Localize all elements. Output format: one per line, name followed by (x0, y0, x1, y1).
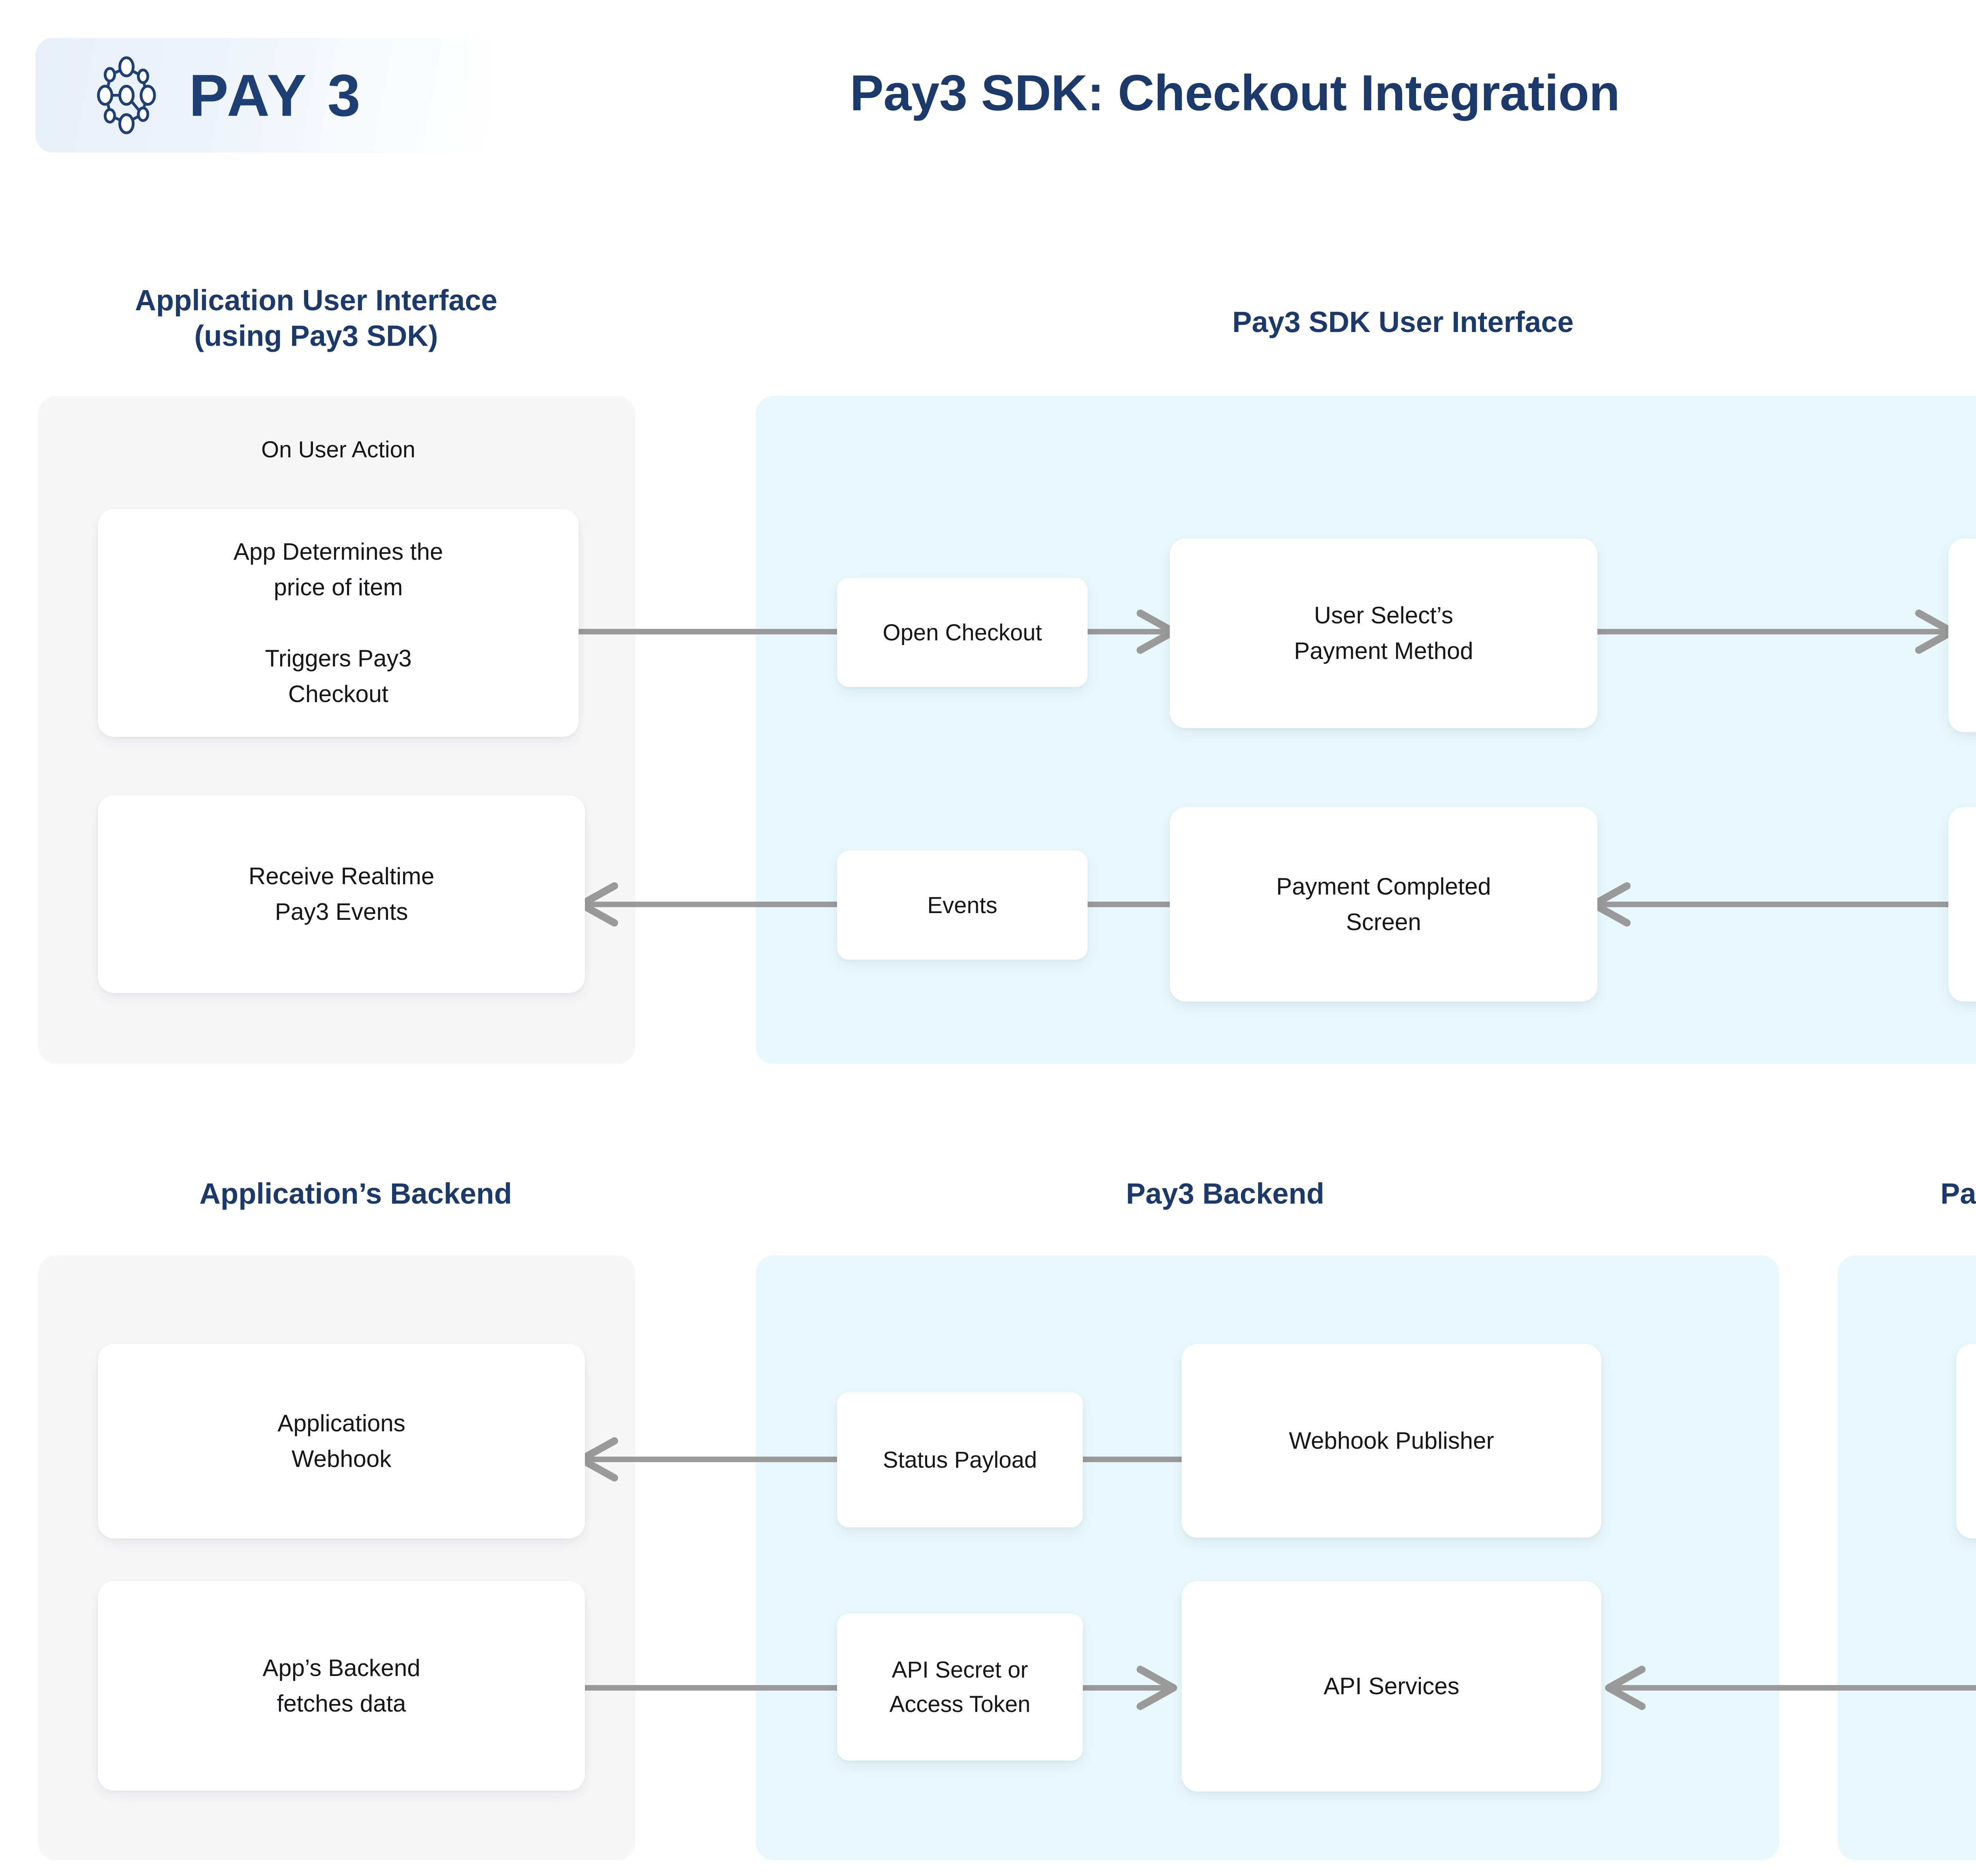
node-events[interactable]: Events (837, 851, 1088, 960)
node-analytics-reporting[interactable]: Analytics & Reporting (1956, 1344, 1976, 1538)
node-app-determines-price[interactable]: App Determines the price of item Trigger… (98, 509, 579, 737)
node-api-services[interactable]: API Services (1182, 1581, 1601, 1791)
page-title: Pay3 SDK: Checkout Integration (850, 65, 1620, 121)
heading-pay3-sdk-user-interface: Pay3 SDK User Interface (1232, 306, 1574, 338)
node-user-selects-payment-method[interactable]: User Select’s Payment Method (1170, 538, 1597, 728)
label-on-user-action: On User Action (261, 437, 416, 462)
node-api-secret-or-access-token[interactable]: API Secret or Access Token (837, 1614, 1083, 1761)
node-apps-backend-fetches-data[interactable]: App’s Backend fetches data (98, 1581, 585, 1791)
heading-applications-backend: Application’s Backend (199, 1177, 512, 1210)
panel-pay3-dashboard (1838, 1255, 1976, 1860)
node-payment-screen[interactable]: Payment Screen (1948, 807, 1976, 1002)
node-open-checkout[interactable]: Open Checkout (837, 578, 1088, 687)
node-applications-webhook[interactable]: Applications Webhook (98, 1344, 585, 1538)
node-webhook-publisher[interactable]: Webhook Publisher (1182, 1344, 1601, 1538)
node-payment-completed-screen[interactable]: Payment Completed Screen (1170, 807, 1597, 1002)
logo-text: PAY 3 (189, 62, 363, 128)
logo-badge: PAY 3 (36, 38, 494, 153)
heading-application-user-interface: Application User Interface (using Pay3 S… (135, 284, 498, 353)
heading-pay3-dashboard: Pay3 Dashboard (1940, 1177, 1976, 1210)
node-receive-realtime-events[interactable]: Receive Realtime Pay3 Events (98, 795, 585, 993)
heading-pay3-backend: Pay3 Backend (1126, 1177, 1324, 1210)
network-nodes-icon (97, 56, 156, 134)
node-route-to-best-checkout-partner[interactable]: Route to Best Checkout Partner (1948, 538, 1976, 732)
node-status-payload[interactable]: Status Payload (837, 1392, 1083, 1527)
